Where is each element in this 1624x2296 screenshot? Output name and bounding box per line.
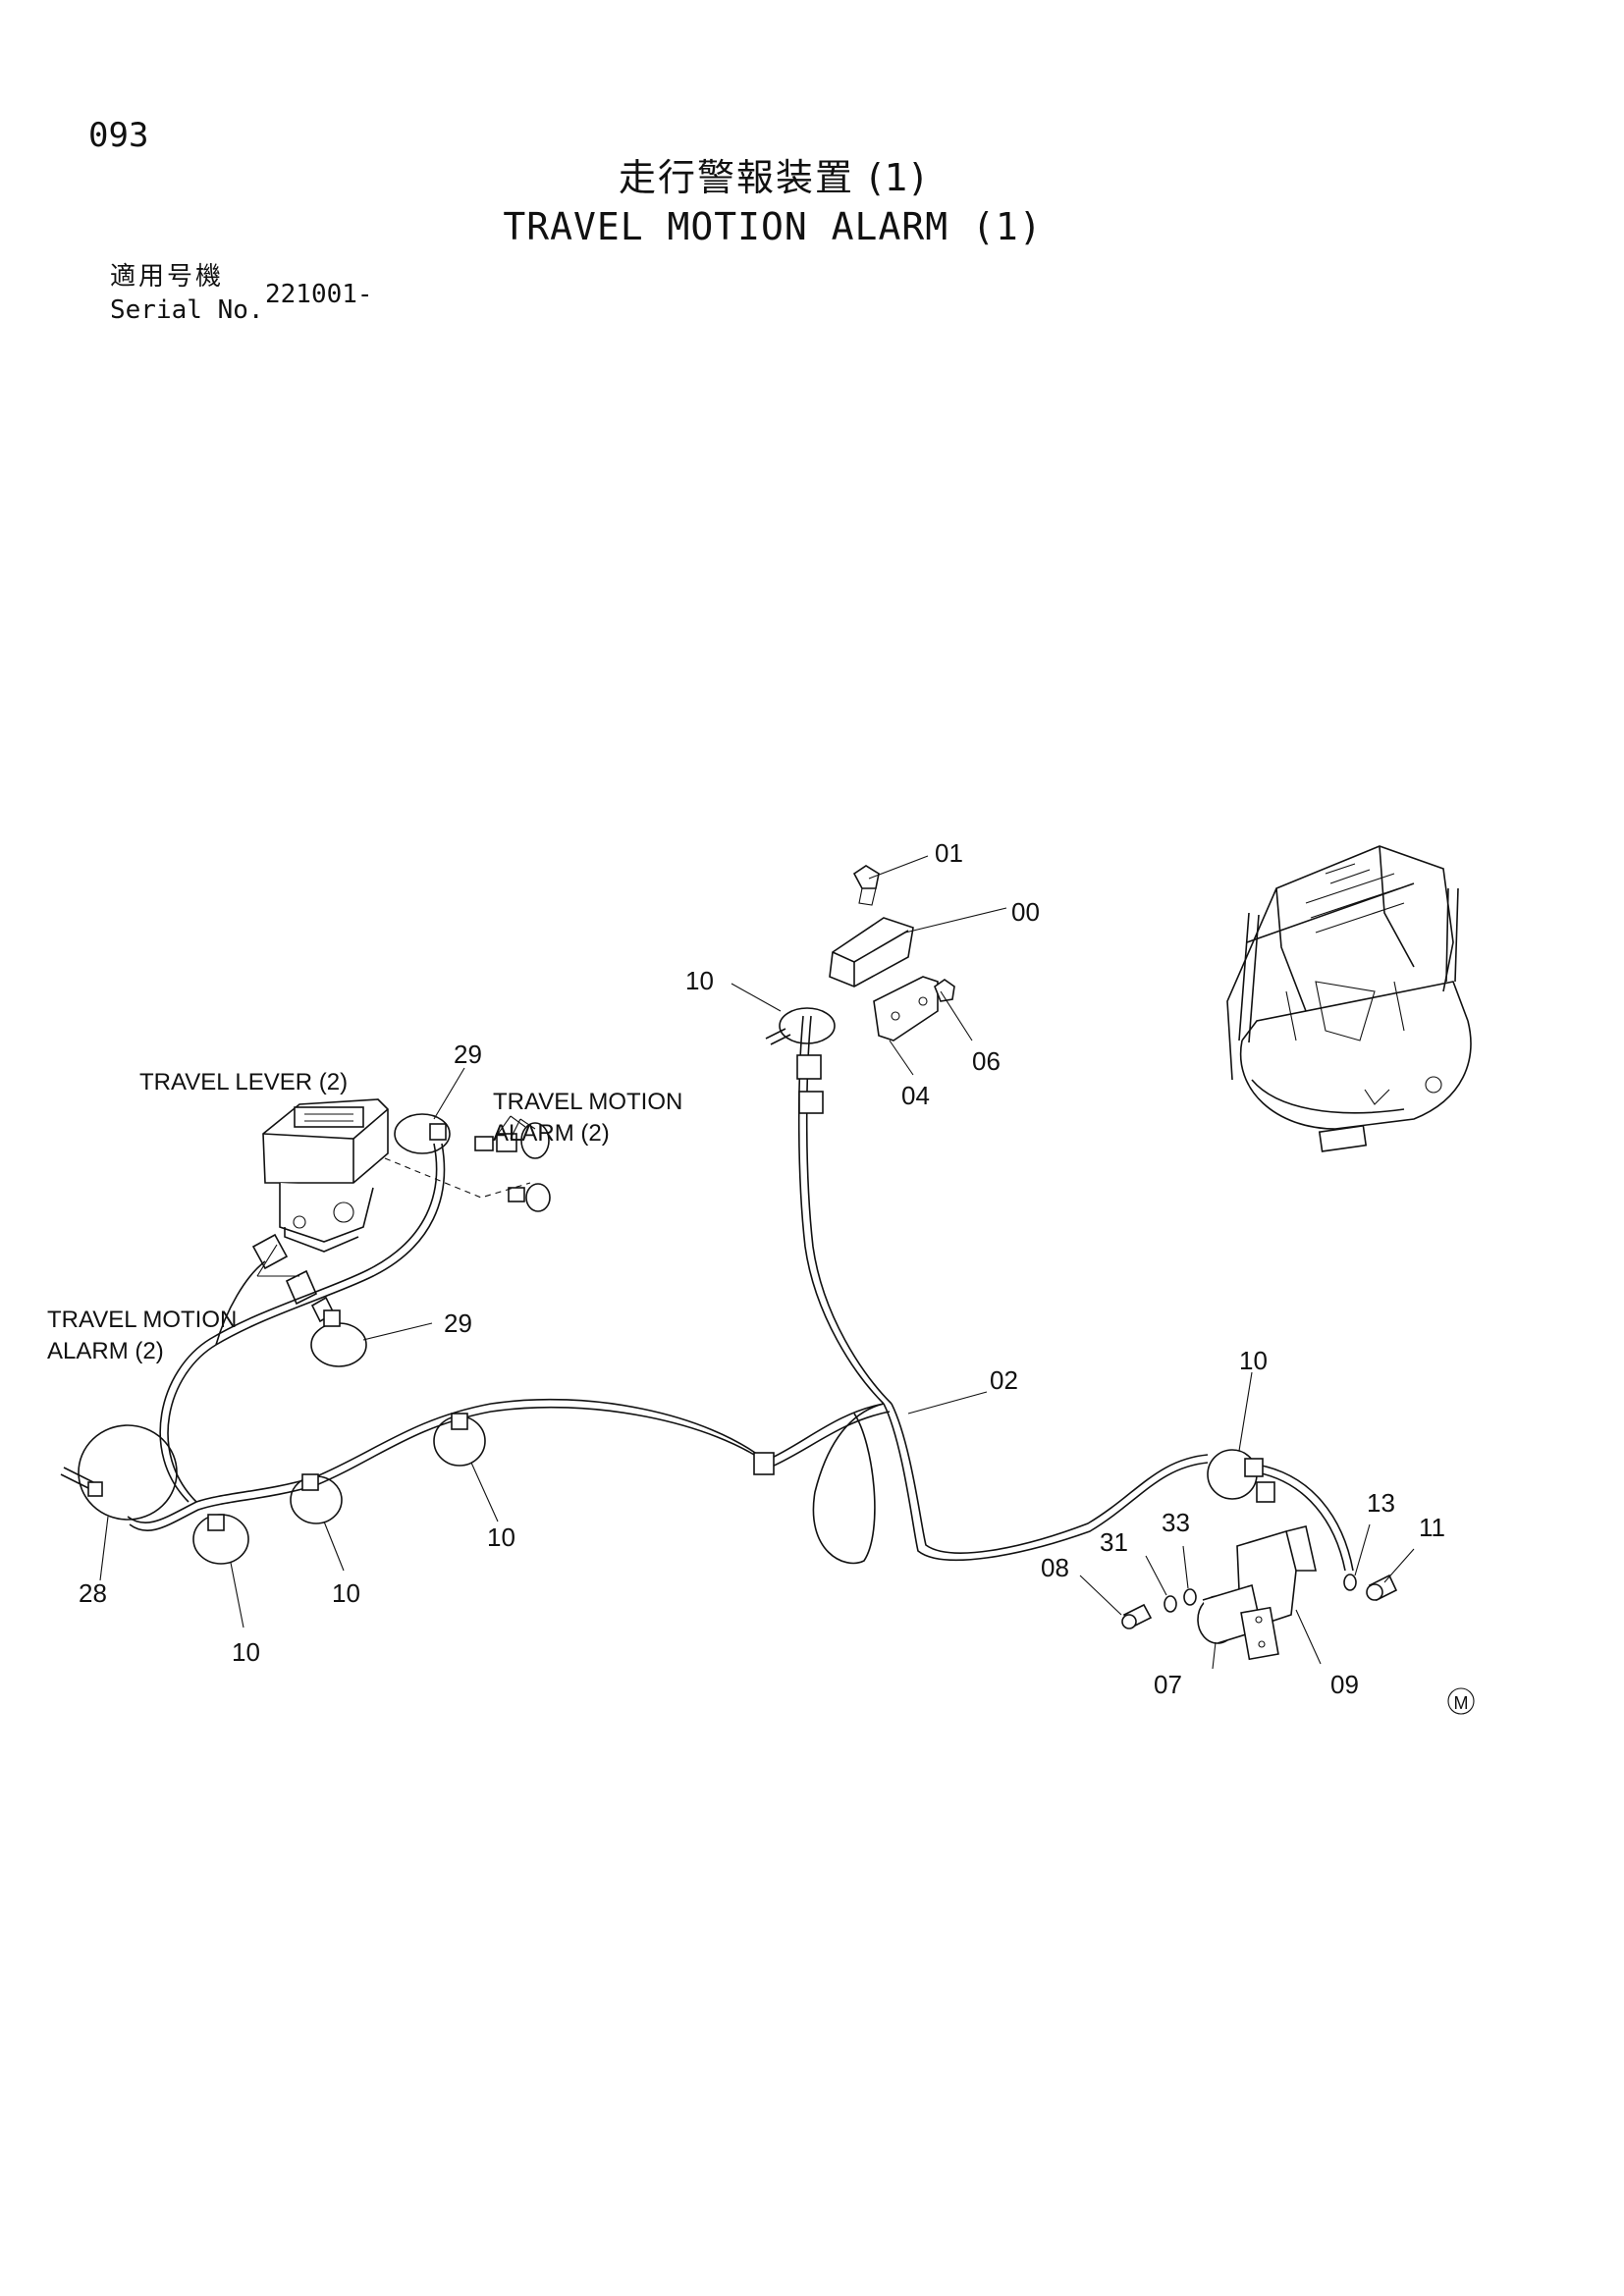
label-travel-motion-alarm-right-line2: ALARM (2) (493, 1120, 610, 1147)
clamp-10-c (433, 1413, 486, 1467)
callout-09: 09 (1330, 1670, 1359, 1699)
label-travel-motion-alarm-right-line1: TRAVEL MOTION (493, 1089, 682, 1115)
alarm-fittings-right (474, 1118, 551, 1212)
serial-number-value: 221001- (265, 280, 373, 309)
clamp-top (765, 1007, 836, 1045)
clamp-10-a (192, 1514, 249, 1565)
connection-dash (384, 1157, 531, 1199)
serial-label-japanese: 適用号機 (110, 262, 225, 292)
callout-06: 06 (972, 1046, 1001, 1076)
callout-10-top: 10 (685, 966, 714, 995)
callout-33: 33 (1162, 1508, 1190, 1537)
title-block: 走行警報装置 (1) TRAVEL MOTION ALARM (1) (0, 147, 1624, 248)
callout-01: 01 (935, 838, 963, 868)
callout-29-mid: 29 (444, 1308, 472, 1338)
title-english: TRAVEL MOTION ALARM (1) (503, 205, 1043, 248)
fasteners (1121, 1574, 1398, 1629)
clamp-10-right (1207, 1449, 1264, 1500)
label-travel-motion-alarm-left-line2: ALARM (2) (47, 1338, 164, 1364)
clamp-29-mid (310, 1309, 367, 1367)
clamp-28 (60, 1424, 178, 1521)
callout-04: 04 (901, 1081, 930, 1110)
serial-label: 適用号機 Serial No. (110, 260, 264, 327)
callout-28: 28 (79, 1578, 107, 1608)
clamp-29-top (394, 1113, 451, 1154)
page-number: 093 (88, 116, 149, 155)
harness-connectors (753, 1054, 1275, 1503)
callout-10-c: 10 (487, 1522, 515, 1552)
callout-10-right: 10 (1239, 1346, 1268, 1375)
callout-11: 11 (1419, 1513, 1445, 1542)
callout-10-a: 10 (232, 1637, 260, 1667)
title-japanese: 走行警報装置 (1) (619, 156, 927, 199)
wiring-harness (127, 1015, 1354, 1572)
buzzer-assembly (1197, 1525, 1317, 1661)
label-travel-motion-alarm-left-line1: TRAVEL MOTION (47, 1307, 237, 1333)
label-travel-lever: TRAVEL LEVER (2) (139, 1069, 348, 1095)
leader-lines (99, 855, 1415, 1670)
callout-07: 07 (1154, 1670, 1182, 1699)
callout-00: 00 (1011, 897, 1040, 927)
callout-10-b: 10 (332, 1578, 360, 1608)
callout-31: 31 (1100, 1527, 1128, 1557)
manufacturer-mark: M (1447, 1687, 1475, 1715)
callout-13: 13 (1367, 1488, 1395, 1518)
callout-08: 08 (1041, 1553, 1069, 1582)
serial-label-english: Serial No. (110, 295, 264, 325)
callout-02: 02 (990, 1365, 1018, 1395)
callout-29-top: 29 (454, 1040, 482, 1069)
excavator-illustration (1226, 845, 1472, 1152)
travel-lever-valve (262, 1098, 389, 1253)
clamp-10-b (290, 1473, 343, 1524)
mark-letter: M (1454, 1693, 1469, 1713)
alarm-unit (829, 865, 955, 1041)
